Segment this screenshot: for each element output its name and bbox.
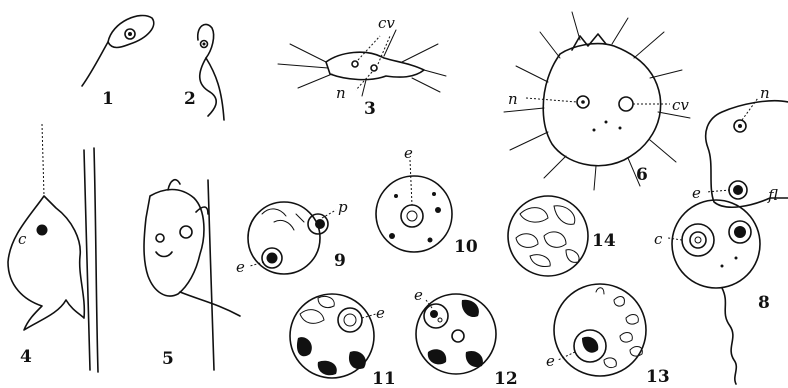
- figure-4-number: 4: [20, 347, 32, 367]
- figure-4-label-c: c: [18, 230, 27, 248]
- figure-13: e 13: [546, 284, 670, 387]
- figure-8: c 8: [654, 200, 770, 384]
- figure-13-label-e: e: [546, 352, 555, 370]
- figure-11: e 11: [290, 294, 396, 388]
- figure-3-label-cv: cv: [378, 14, 395, 32]
- figure-7-label-fl: fl: [767, 186, 778, 204]
- figure-3-number: 3: [364, 99, 376, 119]
- figure-6: n cv 6: [504, 12, 690, 190]
- figure-9-label-e: e: [236, 258, 245, 276]
- figure-11-number: 11: [372, 369, 396, 388]
- figure-7-label-n: n: [760, 84, 770, 102]
- figure-7: n e fl: [692, 84, 788, 207]
- figure-9: p e 9: [236, 198, 348, 276]
- figure-7-label-e: e: [692, 184, 701, 202]
- figure-10-number: 10: [454, 237, 478, 257]
- figure-10: e 10: [376, 144, 478, 257]
- figure-5-number: 5: [162, 349, 174, 369]
- figure-10-label-e: e: [404, 144, 413, 162]
- figure-6-label-n: n: [508, 90, 518, 108]
- figure-1: 1: [82, 15, 154, 109]
- figure-11-label-e: e: [376, 304, 385, 322]
- figure-6-number: 6: [636, 165, 648, 185]
- figure-12-label-e: e: [414, 286, 423, 304]
- figure-14: 14: [508, 196, 616, 276]
- figure-14-number: 14: [592, 231, 616, 251]
- figure-6-label-cv: cv: [672, 96, 689, 114]
- figure-12-number: 12: [494, 369, 518, 388]
- figure-9-label-p: p: [338, 198, 348, 216]
- figure-12: e 12: [414, 286, 518, 388]
- figure-13-number: 13: [646, 367, 670, 387]
- figure-8-label-c: c: [654, 230, 663, 248]
- figure-1-number: 1: [102, 89, 114, 109]
- figure-3: cv n 3: [278, 14, 446, 119]
- figure-5: 5: [144, 180, 240, 370]
- figure-9-number: 9: [334, 251, 346, 271]
- figure-8-number: 8: [758, 293, 770, 313]
- figure-3-label-n: n: [336, 84, 346, 102]
- figure-2-number: 2: [184, 89, 196, 109]
- figure-2: 2: [184, 24, 224, 120]
- figure-4: c 4: [8, 124, 98, 372]
